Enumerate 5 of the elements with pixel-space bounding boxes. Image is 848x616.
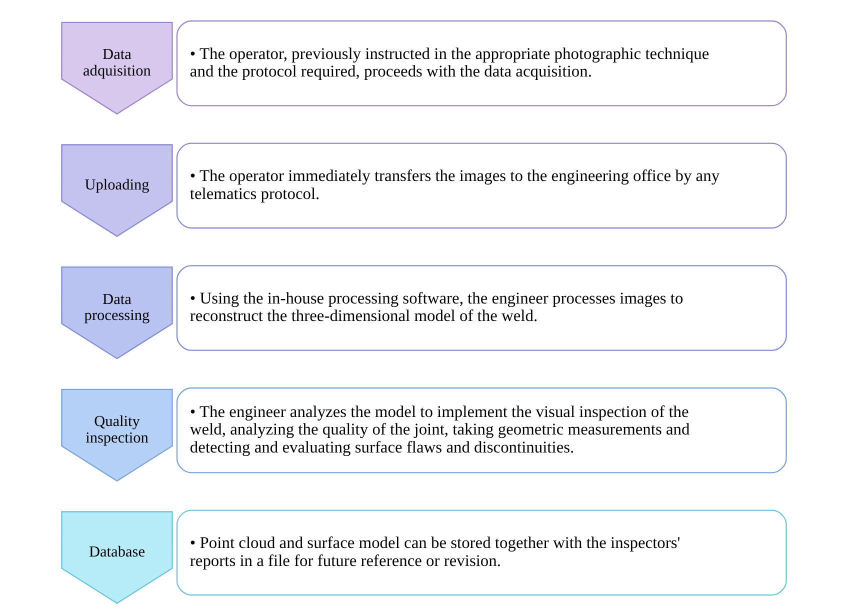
node-box: • Point cloud and surface model can be stored together with the inspectors' reports in a file for future reference or revision. [176,510,787,596]
node-box: • The operator immediately transfers the images to the engineering office by any telematics protocol. [176,142,787,229]
node-box: • The operator, previously instructed in the appropriate photographic technique and the protocol required, proceeds with the data acquisition. [176,20,787,106]
node-box: • The engineer analyzes the model to implement the visual inspection of the weld, analyzing the quality of the joint, taking geometric measurements and detecting and evaluating surface flaws and discontinuities. [176,387,787,474]
node-box: • Using the in-house processing software, the engineer processes images to reconstruct the three-dimensional model of the weld. [176,265,787,351]
